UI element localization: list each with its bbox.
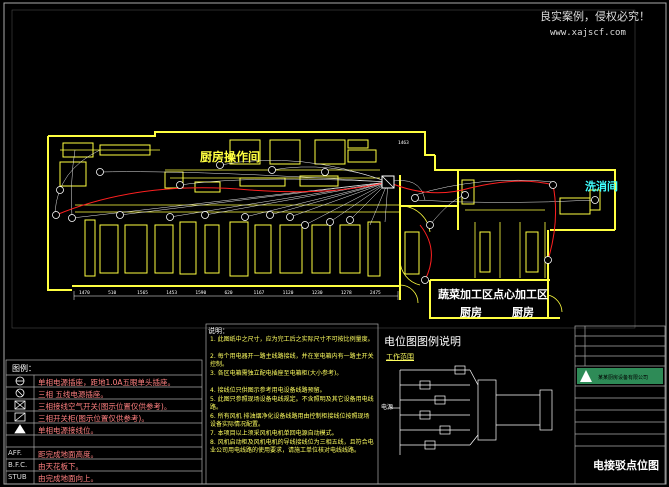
- note-item: 2. 每个用电器开一路主线路接线，并在室电箱内有一路主开关控制。: [210, 353, 374, 368]
- legend-item: 单相电源插座，距地1.0A五眼单头插座。: [38, 378, 176, 387]
- building-walls: [47, 131, 616, 319]
- legend-item: 三相 五线电源插座。: [38, 390, 108, 399]
- legend-title: 图例：: [12, 364, 36, 373]
- dimension-label: 510: [108, 290, 116, 296]
- legend-item: 三相开关柜(图示位置仅供参考)。: [38, 414, 149, 423]
- dimension-label: 1463: [398, 140, 409, 146]
- equipment-blocks: [59, 139, 601, 277]
- notes-title: 说明：: [208, 327, 229, 335]
- room-label-veg-area: 蔬菜加工区: [438, 288, 493, 301]
- legend-code: B.F.C.: [8, 461, 28, 469]
- note-item: 5. 此图只参照现场设备电线规定。不含照明及其它设备用电线路。: [210, 396, 374, 411]
- room-label-pastry-area: 点心加工区: [493, 288, 548, 301]
- legend-code-text: 由天花板下。: [38, 462, 83, 471]
- dimension-label: 2475: [370, 290, 381, 296]
- legend-table: [5, 359, 203, 485]
- room-label-pastry-room: 厨房: [512, 306, 534, 319]
- dimension-label: 1230: [312, 290, 323, 296]
- dimension-line: [73, 291, 399, 300]
- room-label-kitchen: 厨房操作间: [200, 150, 261, 164]
- main-feeder-line: [55, 180, 557, 281]
- dimension-label: 1565: [137, 290, 148, 296]
- note-item: 6. 所有风机 排油烟净化设备线路用由控制柜接线位按照现场设备实际情况配置。: [210, 413, 370, 428]
- note-item: 3. 各区电箱需独立配电插座至电箱柜(大小参考)。: [210, 370, 343, 377]
- legend-code-text: 距完成地面高度。: [38, 450, 98, 459]
- dimension-label: 620: [224, 290, 232, 296]
- legend-item: 三相接线空气开关(图示位置仅供参考)。: [38, 402, 172, 411]
- schematic-diagram: [390, 365, 553, 455]
- note-item: 7. 本项目以上须采风机电机单回电源自动模式。: [210, 430, 338, 437]
- dimension-label: 1167: [254, 290, 265, 296]
- note-item: 8. 风机启动柜及风机电机的导线接线位为三相五线，且符合电业公司用电线路的使用要…: [210, 439, 374, 454]
- room-label-dishwash: 洗消间: [585, 180, 618, 193]
- schematic-side-label: 电源: [381, 404, 394, 411]
- note-item: 1. 此图纸中之尺寸，应为完工后之实际尺寸不可按比例量度。: [210, 336, 374, 343]
- watermark-text: 良实案例，侵权必究！: [540, 10, 650, 23]
- drawing-name: 电接驳点位图: [593, 459, 659, 472]
- legend-code-text: 由完成地面向上。: [38, 474, 98, 483]
- company-logo-icon: [580, 370, 592, 382]
- schematic-subtitle: 工作范围: [386, 353, 414, 361]
- dimension-label: 1278: [341, 290, 352, 296]
- dimension-label: 1470: [79, 290, 90, 296]
- dimension-label: 1590: [195, 290, 206, 296]
- company-logo-bar: [577, 368, 663, 384]
- notes-box: [205, 323, 379, 485]
- socket-symbols: [52, 161, 599, 284]
- schematic-title: 电位图图例说明: [384, 335, 461, 348]
- title-block: [574, 325, 666, 485]
- room-label-veg-room: 厨房: [460, 306, 482, 319]
- wiring-lines: [54, 149, 596, 226]
- legend-code: AFF.: [8, 449, 22, 457]
- legend-code: STUB: [8, 473, 27, 481]
- legend-item: 单相电源接线位。: [38, 426, 98, 435]
- company-name: 某某厨房设备有限公司: [598, 375, 649, 381]
- dimension-label: 1120: [283, 290, 294, 296]
- note-item: 4. 接线位只供图示参考用电设备线路预留。: [210, 387, 326, 394]
- dimension-label: 1453: [166, 290, 177, 296]
- watermark-url: www.xajscf.com: [550, 28, 626, 38]
